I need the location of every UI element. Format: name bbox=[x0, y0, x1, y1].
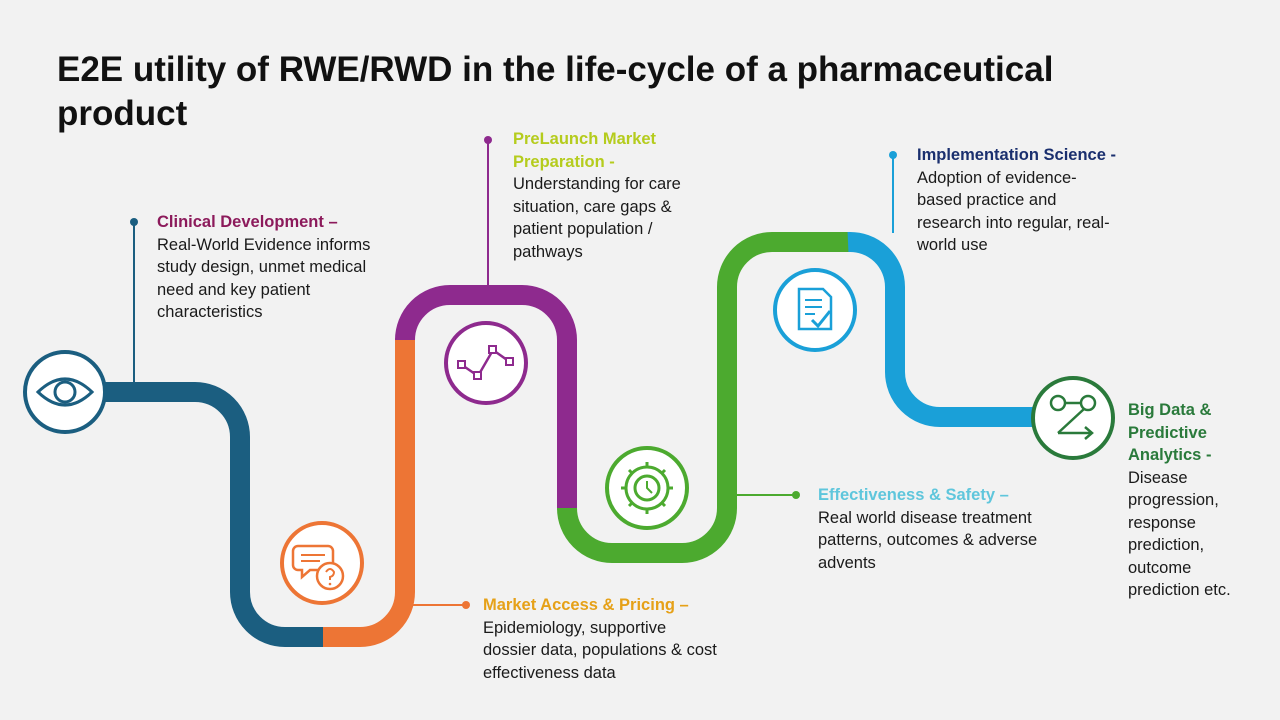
stage-bigdata-text: Big Data & Predictive Analytics - Diseas… bbox=[1128, 399, 1258, 602]
callout-dot-clinical bbox=[130, 218, 138, 226]
stage-implementation-body: Adoption of evidence-based practice and … bbox=[917, 168, 1110, 255]
line-chart-icon bbox=[444, 321, 528, 405]
path-segment-market bbox=[323, 338, 415, 647]
stage-clinical-heading: Clinical Development – bbox=[157, 213, 338, 231]
stage-market-text: Market Access & Pricing – Epidemiology, … bbox=[483, 594, 718, 684]
stage-effectiveness-body: Real world disease treatment patterns, o… bbox=[818, 508, 1038, 572]
checklist-icon bbox=[773, 268, 857, 352]
stage-bigdata-body: Disease progression, response prediction… bbox=[1128, 468, 1231, 600]
stage-implementation-text: Implementation Science - Adoption of evi… bbox=[917, 144, 1117, 257]
page-title: E2E utility of RWE/RWD in the life-cycle… bbox=[57, 50, 1054, 133]
callout-dot-prelaunch bbox=[484, 136, 492, 144]
eye-icon bbox=[23, 350, 107, 434]
stage-bigdata-heading: Big Data & Predictive Analytics - bbox=[1128, 401, 1212, 464]
stage-prelaunch-body: Understanding for care situation, care g… bbox=[513, 175, 681, 261]
stage-effectiveness-heading: Effectiveness & Safety – bbox=[818, 486, 1009, 504]
callout-dot-implementation bbox=[889, 151, 897, 159]
stage-market-body: Epidemiology, supportive dossier data, p… bbox=[483, 618, 717, 682]
path-segment-prelaunch bbox=[395, 285, 577, 510]
stage-effectiveness-text: Effectiveness & Safety – Real world dise… bbox=[818, 484, 1048, 574]
stage-implementation-heading: Implementation Science - bbox=[917, 146, 1116, 164]
stage-prelaunch-text: PreLaunch Market Preparation - Understan… bbox=[513, 128, 713, 263]
path-segment-clinical bbox=[65, 382, 325, 647]
stage-market-heading: Market Access & Pricing – bbox=[483, 596, 689, 614]
stage-clinical-text: Clinical Development – Real-World Eviden… bbox=[157, 211, 372, 324]
stage-clinical-body: Real-World Evidence informs study design… bbox=[157, 235, 371, 322]
path-segment-implementation bbox=[847, 231, 1040, 427]
callout-dot-market bbox=[462, 601, 470, 609]
chat-question-icon bbox=[280, 521, 364, 605]
path-segment-effectiveness bbox=[557, 232, 850, 563]
gear-clock-icon bbox=[605, 446, 689, 530]
callout-dot-effectiveness bbox=[792, 491, 800, 499]
flow-arrow-icon bbox=[1031, 376, 1115, 460]
stage-prelaunch-heading: PreLaunch Market Preparation - bbox=[513, 130, 657, 171]
